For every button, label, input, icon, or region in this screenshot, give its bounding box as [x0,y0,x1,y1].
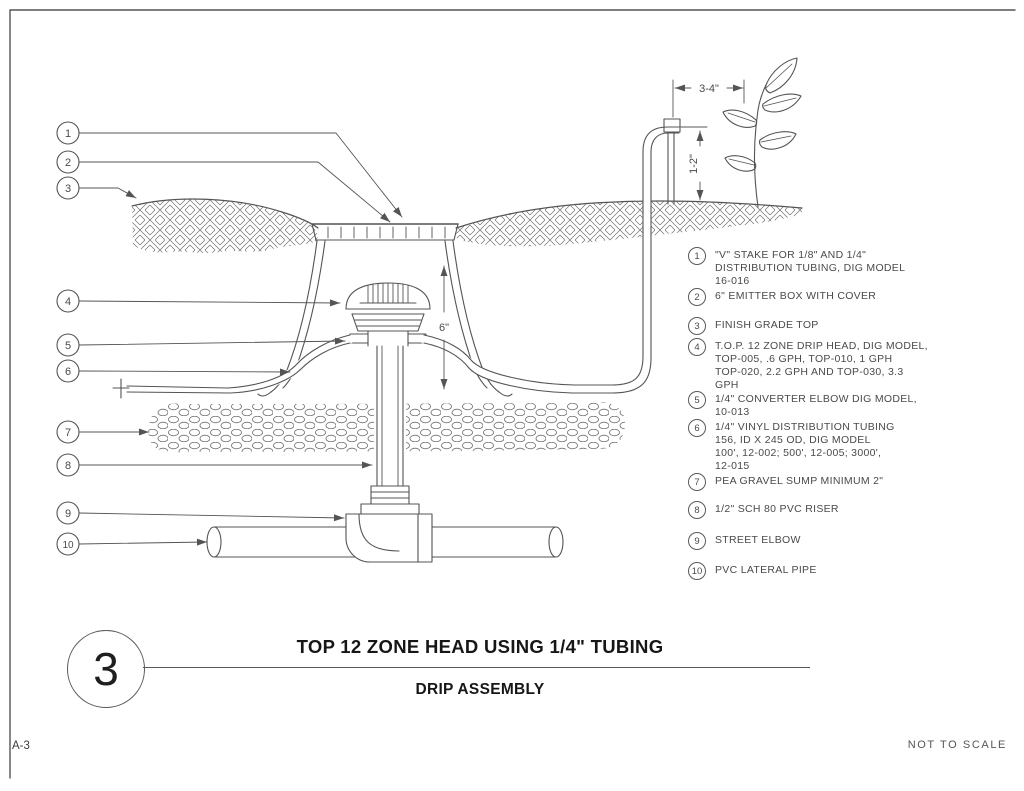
legend-text-9: STREET ELBOW [715,534,801,546]
legend-item-8: 8 1/2" SCH 80 PVC RISER [688,501,1006,519]
legend-text-1: "V" STAKE FOR 1/8" AND 1/4" DISTRIBUTION… [715,249,906,287]
detail-number: 3 [93,643,119,695]
riser-coupling [370,485,410,505]
callout-bubble-2 [56,150,80,174]
dim-top-width-label: 3-4" [699,83,719,95]
legend-item-7: 7 PEA GRAVEL SUMP MINIMUM 2" [688,473,1006,491]
legend-item-4: 4 T.O.P. 12 ZONE DRIP HEAD, DIG MODEL, T… [688,338,1006,392]
dim-box-depth-label: 6" [439,322,449,334]
legend-number-6: 6 [688,419,706,437]
legend-text-8: 1/2" SCH 80 PVC RISER [715,503,839,515]
street-elbow [345,503,433,563]
dim-top-width: 3-4" [672,79,745,118]
legend-text-4: T.O.P. 12 ZONE DRIP HEAD, DIG MODEL, TOP… [715,340,928,391]
callout-number-3: 3 [65,183,71,195]
legend-number-10: 10 [688,562,706,580]
drip-head-ribs [367,282,409,304]
callout-number-7: 7 [65,427,71,439]
tubing-end-tick [112,378,130,399]
legend-item-3: 3 FINISH GRADE TOP [688,317,1006,335]
dim-stake-height-label: 1-2" [688,154,700,174]
callout-number-8: 8 [65,460,71,472]
grade-line-right [455,200,803,229]
callout-bubble-7 [56,420,80,444]
v-stake [663,118,681,205]
legend: 1 "V" STAKE FOR 1/8" AND 1/4" DISTRIBUTI… [688,247,1006,580]
dim-stake-height: 1-2" [680,126,708,201]
legend-number-4: 4 [688,338,706,356]
callout-leaders [78,132,403,546]
legend-text-10: PVC LATERAL PIPE [715,564,817,576]
callout-number-5: 5 [65,340,71,352]
pipe-end-left [206,526,222,558]
pvc-riser [370,345,410,507]
grade-line-left [131,198,319,229]
callout-number-9: 9 [65,508,71,520]
callout-bubbles: 1 2 3 4 5 6 7 8 9 10 [56,121,80,556]
plant-stem [753,84,767,208]
cover-ribs [327,226,446,239]
legend-number-3: 3 [688,317,706,335]
plant [722,57,802,208]
legend-number-5: 5 [688,391,706,409]
sheet-reference: A-3 [12,740,30,752]
callout-number-2: 2 [65,157,71,169]
callout-bubble-9 [56,501,80,525]
legend-item-6: 6 1/4" VINYL DISTRIBUTION TUBING 156, ID… [688,419,1006,473]
legend-text-2: 6" EMITTER BOX WITH COVER [715,290,877,302]
detail-number-circle: 3 [67,630,145,708]
callout-bubble-5 [56,333,80,357]
dim-box-depth: 6" [439,265,449,390]
legend-item-9: 9 STREET ELBOW [688,532,1006,550]
legend-number-8: 8 [688,501,706,519]
soil-hatch [131,198,803,253]
callout-bubble-1 [56,121,80,145]
soil-band-right [456,200,802,247]
callout-number-4: 4 [65,296,71,308]
legend-number-7: 7 [688,473,706,491]
callout-number-6: 6 [65,366,71,378]
distribution-tubing [112,125,681,399]
callout-bubble-6 [56,359,80,383]
title-divider [143,667,810,668]
legend-item-2: 2 6" EMITTER BOX WITH COVER [688,288,1006,306]
pipe-end-right [548,526,564,558]
legend-text-6: 1/4" VINYL DISTRIBUTION TUBING 156, ID X… [715,421,895,472]
callout-bubble-4 [56,289,80,313]
scale-note: NOT TO SCALE [907,739,1007,751]
legend-number-9: 9 [688,532,706,550]
legend-number-1: 1 [688,247,706,265]
callout-bubble-8 [56,453,80,477]
legend-text-5: 1/4" CONVERTER ELBOW DIG MODEL, 10-013 [715,393,917,418]
box-feet [257,391,513,397]
drawing-subtitle: DRIP ASSEMBLY [415,681,545,698]
callout-bubble-3 [56,176,80,200]
sheet-border [9,9,1016,779]
drip-head [345,282,431,347]
callout-bubble-10 [56,532,80,556]
legend-number-2: 2 [688,288,706,306]
drawing-title: TOP 12 ZONE HEAD USING 1/4" TUBING [296,636,664,657]
callout-number-10: 10 [62,540,74,551]
callout-number-1: 1 [65,128,71,140]
emitter-box-cover [311,223,459,241]
legend-item-5: 5 1/4" CONVERTER ELBOW DIG MODEL, 10-013 [688,391,1006,419]
legend-text-3: FINISH GRADE TOP [715,319,819,331]
soil-band-left [132,199,318,253]
legend-item-10: 10 PVC LATERAL PIPE [688,562,1006,580]
legend-text-7: PEA GRAVEL SUMP MINIMUM 2" [715,475,884,487]
legend-item-1: 1 "V" STAKE FOR 1/8" AND 1/4" DISTRIBUTI… [688,247,1006,288]
